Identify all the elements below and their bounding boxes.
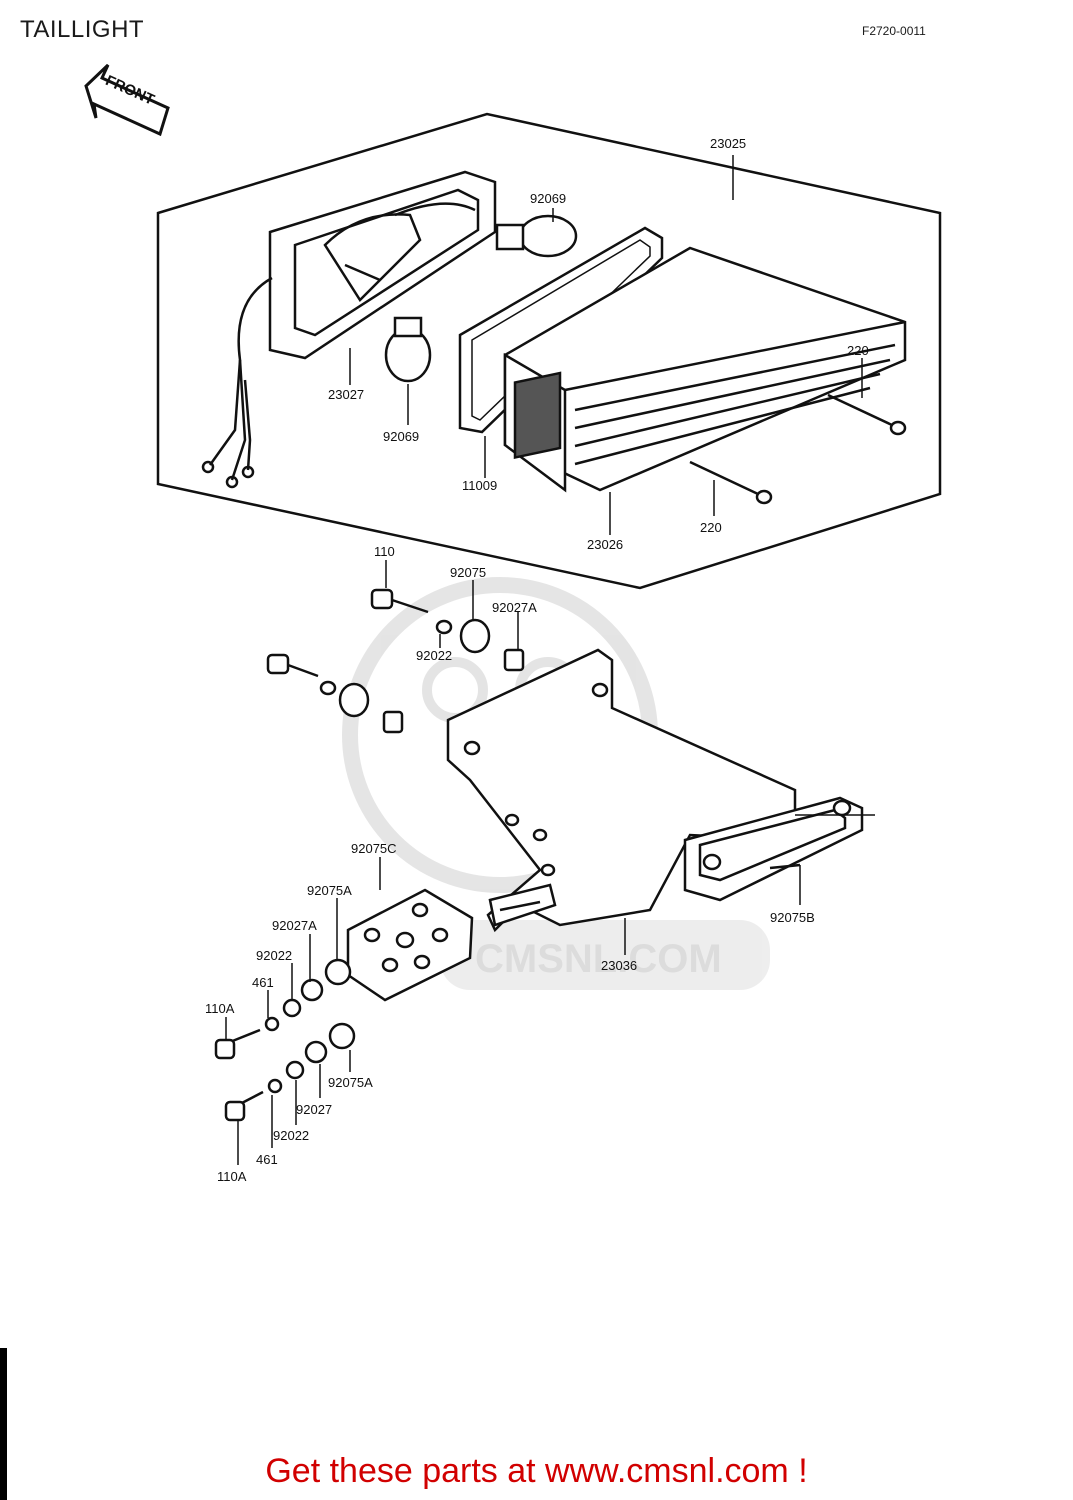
assembly-frame: [156, 112, 942, 590]
taillight-lens: [503, 246, 907, 493]
label-220-lower: 220: [700, 520, 722, 535]
label-220-upper: 220: [847, 343, 869, 358]
label-92075b: 92075B: [770, 910, 815, 925]
label-92075c: 92075C: [351, 841, 397, 856]
rubber-plate: [346, 888, 474, 1002]
front-arrow-icon: FRONT: [84, 63, 170, 137]
bolt-icon: [214, 958, 352, 1060]
label-92022-lower: 92022: [273, 1128, 309, 1143]
label-92075: 92075: [450, 565, 486, 580]
label-92022-middle: 92022: [256, 948, 292, 963]
label-92022-upper: 92022: [416, 648, 452, 663]
label-23025: 23025: [710, 136, 746, 151]
bulb-icon: [495, 214, 578, 258]
label-23027: 23027: [328, 387, 364, 402]
page-title: TAILLIGHT: [20, 16, 145, 43]
footer-link-text[interactable]: Get these parts at www.cmsnl.com !: [265, 1452, 808, 1490]
label-110a-upper: 110A: [205, 1001, 235, 1016]
bulb-icon: [384, 316, 432, 383]
lamp-housing: [268, 170, 497, 360]
leader-lines: [225, 155, 875, 1165]
mounting-bracket: [446, 648, 797, 933]
label-11009: 11009: [462, 478, 497, 493]
bolt-icon: [266, 653, 404, 734]
label-92075a-upper: 92075A: [307, 883, 352, 898]
figure-code: F2720-0011: [862, 24, 926, 38]
watermark-text: CMSNL.COM: [475, 937, 722, 981]
label-92075a-lower: 92075A: [328, 1075, 373, 1090]
wire-harness: [201, 276, 273, 489]
label-23036: 23036: [601, 958, 637, 973]
scan-edge-bar: [0, 1348, 7, 1500]
license-light: [683, 796, 864, 902]
label-110: 110: [374, 544, 395, 559]
label-92027a-upper: 92027A: [492, 600, 537, 615]
screw-icon: [689, 460, 773, 505]
parts-diagram: CMSNL.COM FRONT: [84, 63, 942, 1184]
label-461-lower: 461: [256, 1152, 278, 1167]
bolt-icon: [224, 1022, 356, 1122]
label-461-upper: 461: [252, 975, 274, 990]
label-110a-lower: 110A: [217, 1169, 247, 1184]
screw-icon: [827, 393, 907, 436]
lens-gasket: [458, 226, 664, 434]
bolt-icon: [370, 588, 525, 672]
label-92069-lower: 92069: [383, 429, 419, 444]
label-92069-upper: 92069: [530, 191, 566, 206]
label-92027a-lower: 92027A: [272, 918, 317, 933]
label-23026: 23026: [587, 537, 623, 552]
label-92027: 92027: [296, 1102, 332, 1117]
